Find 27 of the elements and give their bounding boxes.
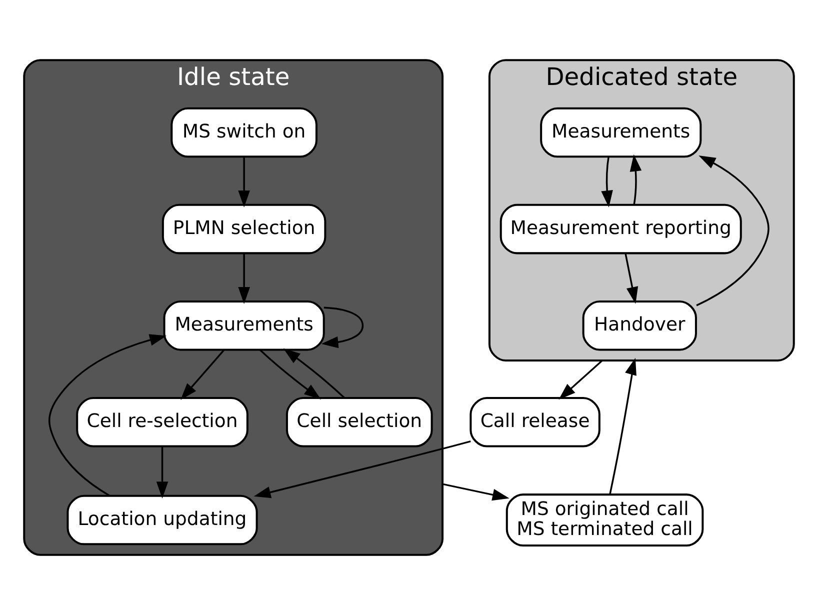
node-box: PLMN selection xyxy=(162,203,326,254)
node-box: Measurements xyxy=(540,106,702,158)
arrow xyxy=(609,357,636,494)
node-box: Cell re-selection xyxy=(76,396,248,447)
arrow xyxy=(254,440,471,498)
node-box: MS originated call MS terminated call xyxy=(506,493,704,546)
arrow xyxy=(283,348,345,398)
node-box: Measurements xyxy=(163,300,325,350)
node-box: Cell selection xyxy=(286,396,433,447)
arrow xyxy=(180,349,224,400)
arrow xyxy=(238,253,250,304)
node-box: Measurement reporting xyxy=(500,203,742,254)
arrow xyxy=(260,349,322,399)
node-box: Handover xyxy=(582,300,697,350)
arrow xyxy=(48,334,167,496)
node-box: Location updating xyxy=(66,494,258,545)
arrow xyxy=(696,155,770,306)
node-box: Call release xyxy=(470,396,600,447)
arrow xyxy=(624,252,638,304)
arrow xyxy=(601,156,613,207)
arrow xyxy=(558,359,603,400)
arrow xyxy=(442,482,510,500)
arrow xyxy=(321,306,364,348)
node-box: MS switch on xyxy=(170,106,318,158)
arrow xyxy=(238,156,250,207)
arrow xyxy=(156,446,168,498)
arrow xyxy=(630,154,642,204)
